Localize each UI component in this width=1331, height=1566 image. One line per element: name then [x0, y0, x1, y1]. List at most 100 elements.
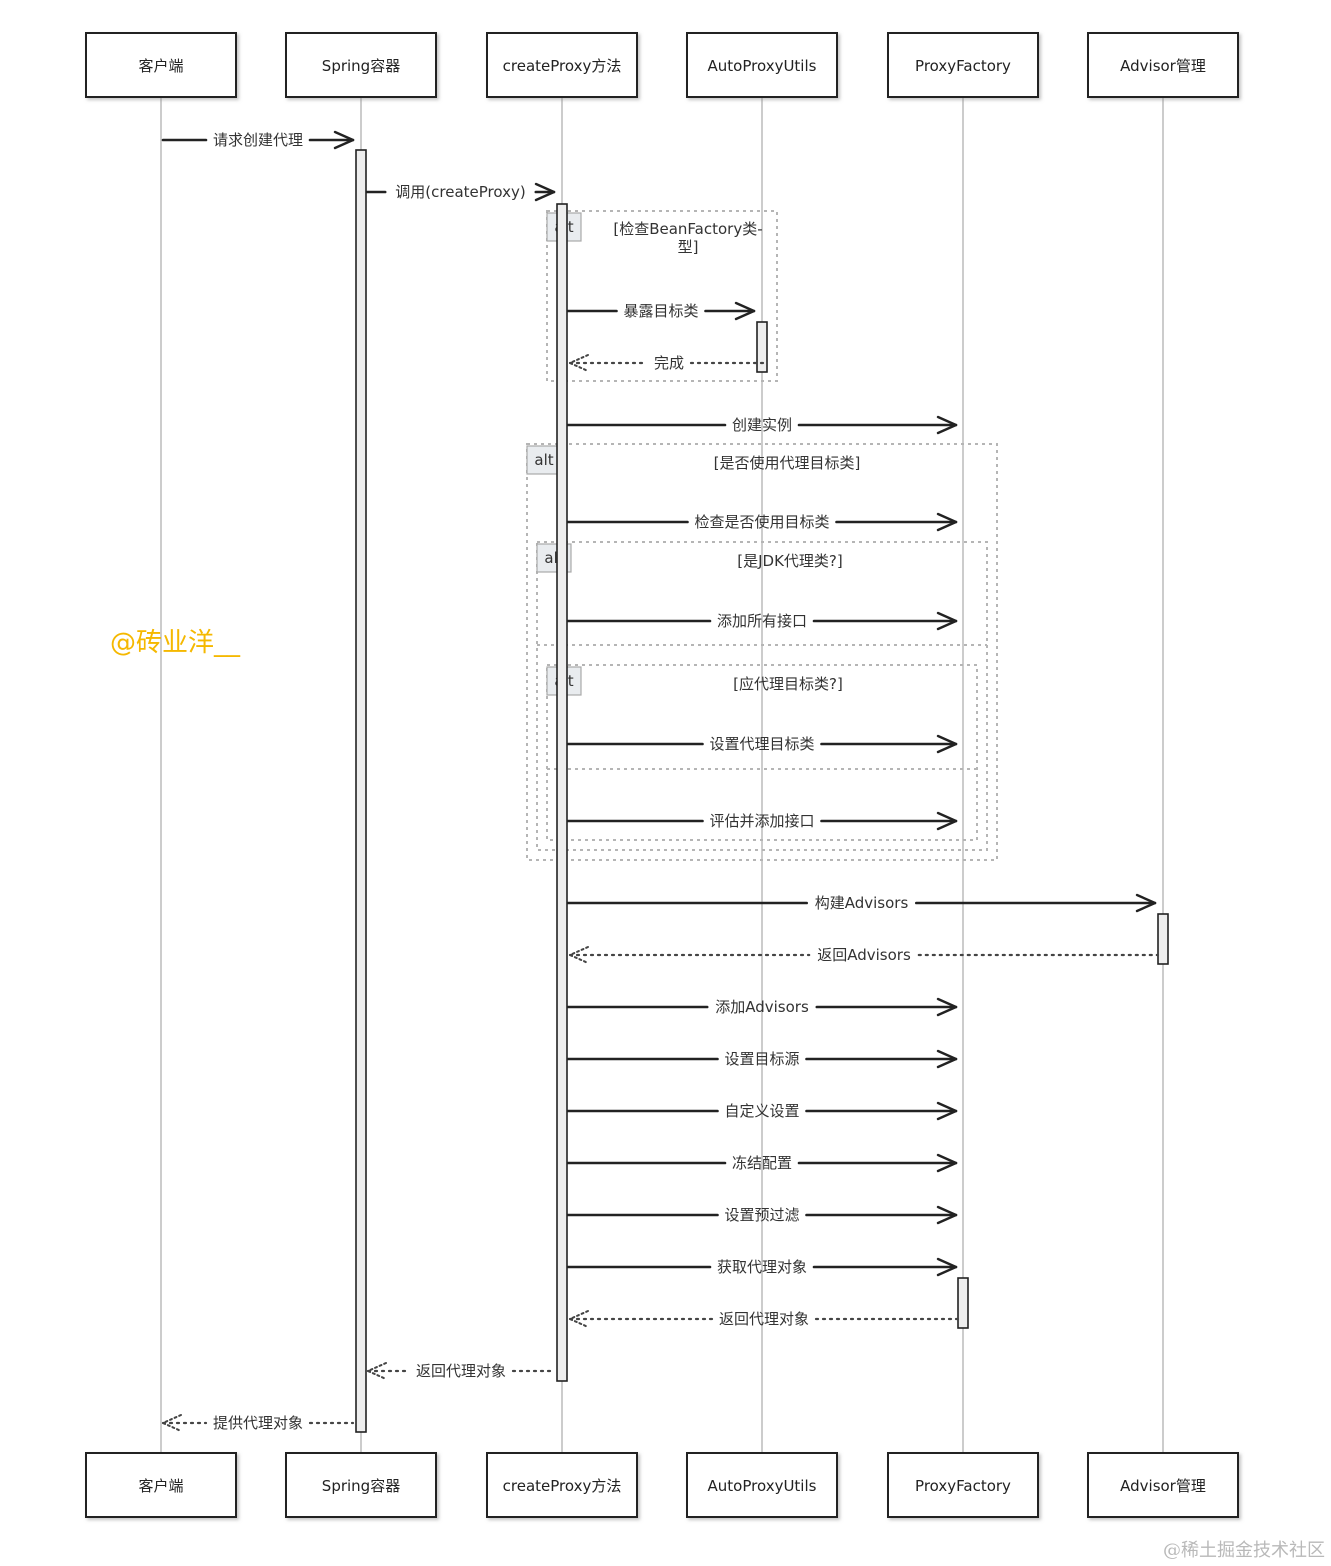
message-arrow: 返回Advisors: [568, 946, 1160, 964]
alt-guard-label: [检查BeanFactory类-: [613, 220, 762, 238]
alt-guard-label: [是否使用代理目标类]: [714, 454, 861, 472]
arrowhead: [569, 1310, 589, 1328]
arrowhead: [936, 512, 958, 532]
activation-bar-spring: [355, 149, 367, 1433]
arrowhead: [534, 182, 556, 202]
message-label: 完成: [654, 354, 684, 372]
participant-box-client-bottom[interactable]: 客户端: [85, 1452, 237, 1518]
message-arrow: 冻结配置: [566, 1153, 958, 1173]
alt-fragment: alt [是否使用代理目标类]: [526, 443, 998, 861]
message-arrow: 返回代理对象: [568, 1310, 960, 1328]
message-arrow: 提供代理对象: [161, 1414, 355, 1432]
participant-box-client-top[interactable]: 客户端: [85, 32, 237, 98]
author-watermark: @砖业洋__: [110, 628, 241, 658]
message-arrow: 评估并添加接口: [566, 811, 958, 831]
message-label: 调用(createProxy): [395, 183, 525, 201]
participant-label: Spring容器: [322, 1477, 400, 1495]
message-arrow: 添加Advisors: [566, 997, 958, 1017]
arrowhead: [936, 611, 958, 631]
message-label: 设置代理目标类: [709, 735, 814, 753]
participant-label: Advisor管理: [1120, 57, 1206, 75]
arrowhead: [936, 1153, 958, 1173]
activation-bar-autoProxyUtils: [756, 321, 768, 373]
message-label: 自定义设置: [724, 1102, 799, 1120]
arrowhead: [936, 1205, 958, 1225]
participant-label: Advisor管理: [1120, 1477, 1206, 1495]
participant-box-spring-bottom[interactable]: Spring容器: [285, 1452, 437, 1518]
arrowhead: [936, 811, 958, 831]
message-label: 返回Advisors: [817, 946, 911, 964]
alt-operator-tag: alt: [526, 445, 562, 475]
participant-box-createProxy-top[interactable]: createProxy方法: [486, 32, 638, 98]
site-footer-watermark: @稀土掘金技术社区: [1163, 1540, 1325, 1561]
message-label: 暴露目标类: [623, 302, 698, 320]
message-label: 设置目标源: [724, 1050, 799, 1068]
participant-box-autoProxyUtils-top[interactable]: AutoProxyUtils: [686, 32, 838, 98]
message-label: 获取代理对象: [717, 1258, 807, 1276]
participant-label: AutoProxyUtils: [708, 57, 817, 75]
participant-label: createProxy方法: [503, 1477, 622, 1495]
participant-box-spring-top[interactable]: Spring容器: [285, 32, 437, 98]
arrowhead: [333, 130, 355, 150]
message-arrow: 获取代理对象: [566, 1257, 958, 1277]
participant-label: 客户端: [138, 57, 183, 75]
participant-box-advisorMgr-bottom[interactable]: Advisor管理: [1087, 1452, 1239, 1518]
arrowhead: [936, 1049, 958, 1069]
participant-label: Spring容器: [322, 57, 400, 75]
participant-label: createProxy方法: [503, 57, 622, 75]
message-label: 返回代理对象: [416, 1362, 506, 1380]
message-label: 创建实例: [732, 416, 792, 434]
arrowhead: [569, 946, 589, 964]
participant-box-proxyFactory-top[interactable]: ProxyFactory: [887, 32, 1039, 98]
message-arrow: 构建Advisors: [566, 893, 1157, 913]
message-label: 返回代理对象: [719, 1310, 809, 1328]
message-label: 检查是否使用目标类: [694, 513, 829, 531]
participant-label: ProxyFactory: [915, 57, 1011, 75]
message-arrow: 暴露目标类: [566, 301, 756, 321]
arrowhead: [1135, 893, 1157, 913]
message-label: 添加所有接口: [717, 612, 807, 630]
message-arrow: 设置目标源: [566, 1049, 958, 1069]
arrowhead: [367, 1362, 387, 1380]
message-label: 冻结配置: [732, 1154, 792, 1172]
message-arrow: 设置代理目标类: [566, 734, 958, 754]
message-arrow: 请求创建代理: [161, 130, 355, 150]
participant-label: 客户端: [138, 1477, 183, 1495]
message-label: 构建Advisors: [815, 894, 909, 912]
message-label: 添加Advisors: [715, 998, 809, 1016]
message-arrow: 完成: [568, 354, 770, 372]
message-arrow: 返回代理对象: [366, 1362, 556, 1380]
arrowhead: [936, 734, 958, 754]
message-arrow: 设置预过滤: [566, 1205, 958, 1225]
alt-guard-label: [是JDK代理类?]: [737, 552, 842, 570]
activation-bar-proxyFactory: [957, 1277, 969, 1329]
message-label: 提供代理对象: [213, 1414, 303, 1432]
arrowhead: [936, 1101, 958, 1121]
message-arrow: 添加所有接口: [566, 611, 958, 631]
participant-box-proxyFactory-bottom[interactable]: ProxyFactory: [887, 1452, 1039, 1518]
alt-operator-label: alt: [534, 451, 553, 469]
message-arrow: 创建实例: [566, 415, 958, 435]
arrowhead: [162, 1414, 182, 1432]
participant-box-autoProxyUtils-bottom[interactable]: AutoProxyUtils: [686, 1452, 838, 1518]
participant-label: ProxyFactory: [915, 1477, 1011, 1495]
message-arrow: 检查是否使用目标类: [566, 512, 958, 532]
activation-bar-advisorMgr: [1157, 913, 1169, 965]
arrowhead: [734, 301, 756, 321]
arrowhead: [936, 1257, 958, 1277]
message-label: 请求创建代理: [213, 131, 303, 149]
arrowhead: [936, 415, 958, 435]
message-label: 设置预过滤: [724, 1206, 799, 1224]
message-arrow: 自定义设置: [566, 1101, 958, 1121]
arrowhead: [569, 354, 589, 372]
message-label: 评估并添加接口: [709, 812, 814, 830]
message-arrow: 调用(createProxy): [365, 182, 556, 202]
participant-box-createProxy-bottom[interactable]: createProxy方法: [486, 1452, 638, 1518]
participant-label: AutoProxyUtils: [708, 1477, 817, 1495]
alt-guard-label: 型]: [678, 238, 699, 256]
alt-guard-label: [应代理目标类?]: [733, 675, 843, 693]
activation-bar-createProxy: [556, 203, 568, 1382]
arrowhead: [936, 997, 958, 1017]
participant-box-advisorMgr-top[interactable]: Advisor管理: [1087, 32, 1239, 98]
